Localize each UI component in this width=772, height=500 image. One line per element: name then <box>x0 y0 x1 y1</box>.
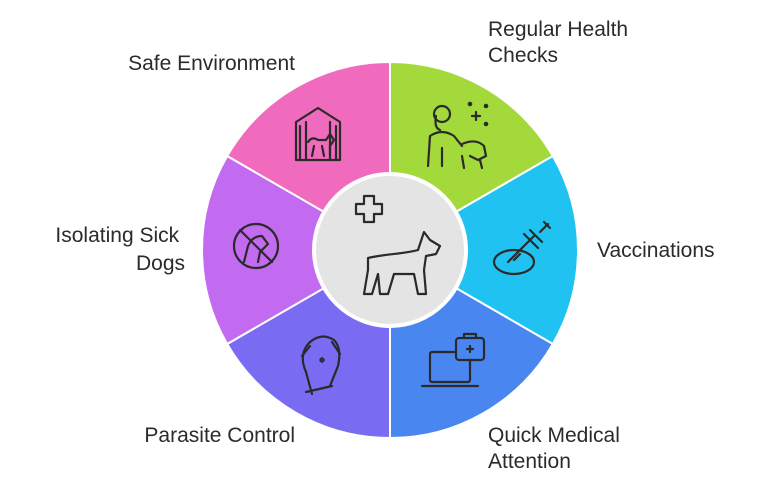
label-parasite-control: Parasite Control <box>144 424 295 447</box>
label-quick-medical-attention: Quick Medical Attention <box>488 424 626 473</box>
segment-isolating-sick-dogs <box>201 154 392 346</box>
label-regular-health-checks: Regular Health Checks <box>488 18 634 67</box>
label-isolating-sick-dogs: Isolating Sick Dogs <box>55 224 185 275</box>
center-circle <box>312 172 468 328</box>
laptop-first-aid-kit-icon <box>420 332 486 388</box>
syringe-vaccine-icon <box>492 220 552 276</box>
vet-examining-dog-icon <box>426 101 489 170</box>
segment-vaccinations <box>388 154 579 346</box>
label-vaccinations: Vaccinations <box>597 239 715 262</box>
label-safe-environment: Safe Environment <box>128 52 295 75</box>
dog-with-medical-cross-icon <box>354 194 442 296</box>
no-dog-icon <box>232 222 280 270</box>
dog-head-collar-icon <box>300 335 342 396</box>
dog-kennel-icon <box>294 106 342 162</box>
